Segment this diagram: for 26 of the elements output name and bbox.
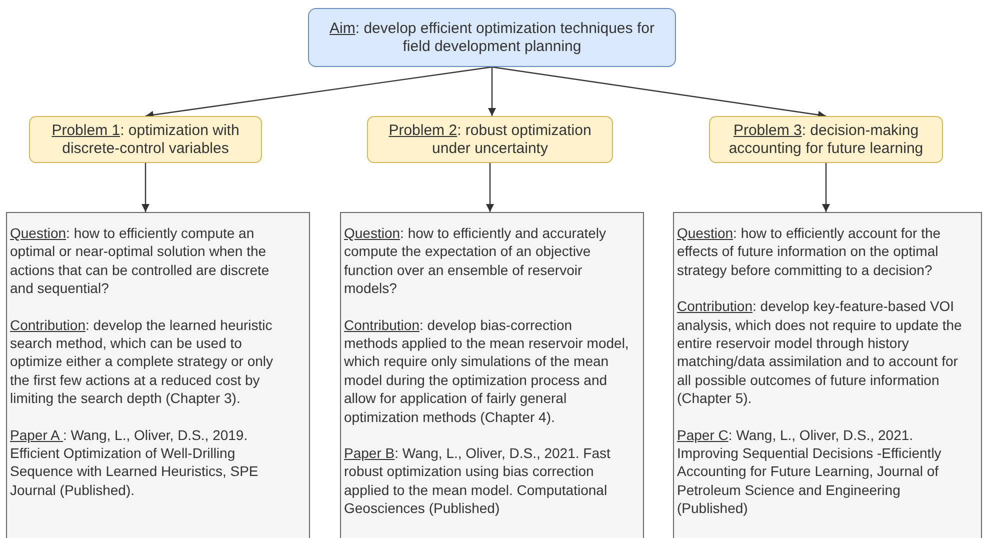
paragraph: Question: how to efficiently and accurately compute the expectation of an objective function over an ensemble of reservoir models? bbox=[344, 224, 608, 298]
paragraph: Paper A : Wang, L., Oliver, D.S., 2019. Efficient Optimization of Well-Drilling Sequence with Learned Heuristics, SPE Journal (Published). bbox=[10, 426, 260, 500]
arrow bbox=[822, 163, 830, 212]
detail-box bbox=[673, 212, 982, 538]
problem-box bbox=[29, 116, 262, 163]
arrow bbox=[488, 67, 496, 116]
detail-box bbox=[340, 212, 644, 538]
problem-box bbox=[709, 116, 943, 163]
paragraph: Question: how to efficiently account for the effects of future information on the optimal strategy before committing to a decision? bbox=[677, 224, 942, 280]
paragraph: Contribution: develop key-feature-based VOI analysis, which does not require to update the entire reservoir model through history matching/data assimilation and to account for all possible outcomes of future information (Chapter 5). bbox=[677, 297, 963, 408]
paragraph: Contribution: develop the learned heuristic search method, which can be used to optimize either a complete strategy or only the first few actions at a reduced cost by limiting the search depth (Chapter 3). bbox=[10, 316, 274, 408]
paragraph: Paper B: Wang, L., Oliver, D.S., 2021. Fast robust optimization using bias correction applied to the mean model. Computational Geosciences (Published) bbox=[344, 444, 612, 518]
box-label: Aim: develop efficient optimization techniques for field development planning bbox=[328, 20, 656, 56]
paragraph: Paper C: Wang, L., Oliver, D.S., 2021. Improving Sequential Decisions -Efficiently Accounting for Future Learning, Journal of Petroleum Science and Engineering (Published) bbox=[677, 426, 942, 518]
box-label: Problem 3: decision-making accounting for future learning bbox=[728, 122, 924, 158]
arrow bbox=[145, 66, 492, 119]
box-label: Problem 2: robust optimization under uncertainty bbox=[388, 122, 592, 158]
problem-box bbox=[367, 116, 613, 163]
aim-box bbox=[308, 8, 676, 67]
arrow bbox=[492, 66, 826, 119]
arrow bbox=[486, 163, 494, 212]
box-label: Problem 1: optimization with discrete-control variables bbox=[50, 122, 240, 158]
paragraph: Contribution: develop bias-correction methods applied to the mean reservoir model, which require only simulations of the mean model during the optimization process and allow for application of fairly general optimization methods (Chapter 4). bbox=[344, 316, 629, 426]
paragraph: Question: how to efficiently compute an optimal or near-optimal solution when the actions that can be controlled are discrete and sequential? bbox=[10, 224, 270, 298]
detail-box bbox=[6, 212, 310, 538]
arrow bbox=[142, 163, 150, 212]
